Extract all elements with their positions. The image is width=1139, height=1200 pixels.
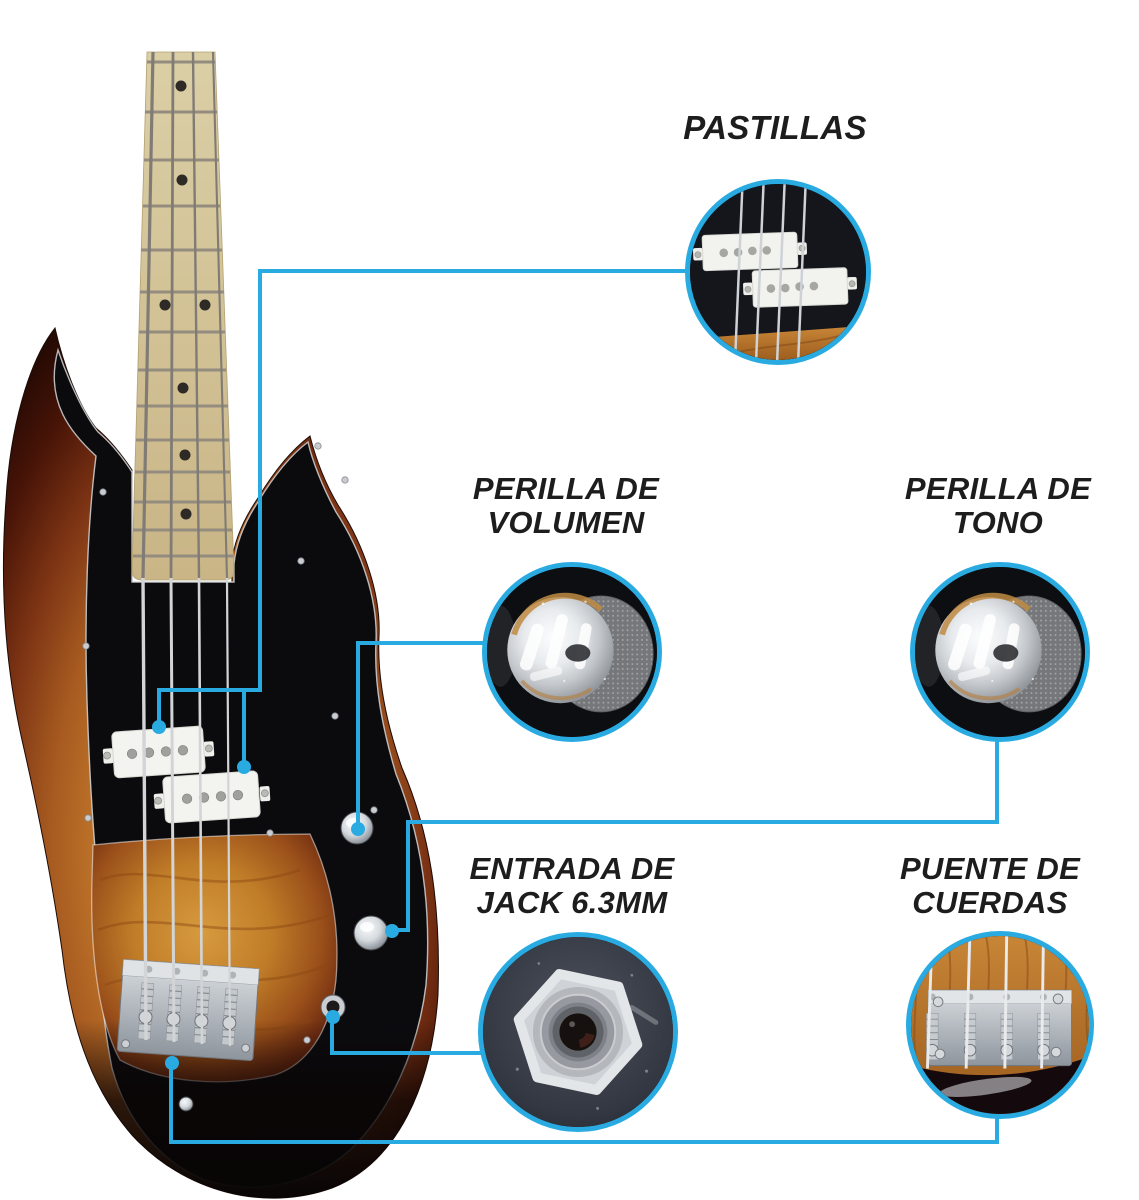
connector-jack-v xyxy=(330,1016,334,1053)
connector-volume-h xyxy=(356,641,484,645)
label-puente-de-cuerdas: PUENTE DE CUERDAS xyxy=(899,851,1081,921)
connector-bridge-v1 xyxy=(169,1062,173,1142)
jack-input-photo-circle xyxy=(478,932,678,1132)
fret-markers xyxy=(159,80,211,520)
guitar-body xyxy=(2,326,439,1199)
endpoint-dot-bridge xyxy=(165,1056,179,1070)
tone-knob-photo-circle xyxy=(910,562,1090,742)
endpoint-dot-pickup1 xyxy=(152,720,166,734)
volume-knob-photo-circle xyxy=(482,562,662,742)
tone-pot xyxy=(353,915,389,951)
label-pastillas: PASTILLAS xyxy=(683,109,867,146)
endpoint-dot-jack xyxy=(326,1010,340,1024)
strap-button xyxy=(178,1096,194,1112)
connector-pastillas-h2 xyxy=(157,688,262,692)
frets xyxy=(133,60,233,558)
connector-pastillas-v xyxy=(258,269,262,692)
connector-volume-v xyxy=(356,641,360,824)
strings-on-body xyxy=(141,577,232,1047)
connector-pastillas-drop1 xyxy=(157,688,161,722)
bass-guitar-photo xyxy=(2,51,439,1199)
label-perilla-de-volumen: PERILLA DE VOLUMEN xyxy=(472,471,660,541)
connector-tone-h xyxy=(406,820,999,824)
strings-on-neck xyxy=(141,51,229,579)
connector-bridge-h xyxy=(169,1140,999,1144)
connector-tone-h2 xyxy=(391,928,410,932)
connector-bridge-v2 xyxy=(995,1116,999,1142)
bridge-photo-circle xyxy=(906,931,1094,1119)
connector-tone-v1 xyxy=(995,740,999,822)
connector-tone-v2 xyxy=(406,820,410,932)
bridge xyxy=(116,959,260,1062)
endpoint-dot-volume xyxy=(351,822,365,836)
connector-pastillas-h xyxy=(258,269,690,273)
guitar-neck xyxy=(131,51,235,581)
connector-pastillas-drop2 xyxy=(242,688,246,762)
label-entrada-de-jack: ENTRADA DE JACK 6.3MM xyxy=(469,851,675,921)
endpoint-dot-pickup2 xyxy=(237,760,251,774)
connector-jack-h xyxy=(330,1051,482,1055)
label-perilla-de-tono: PERILLA DE TONO xyxy=(904,471,1092,541)
pickguard-screws xyxy=(82,442,378,1044)
endpoint-dot-tone xyxy=(385,924,399,938)
pastillas-photo-circle xyxy=(685,179,871,365)
